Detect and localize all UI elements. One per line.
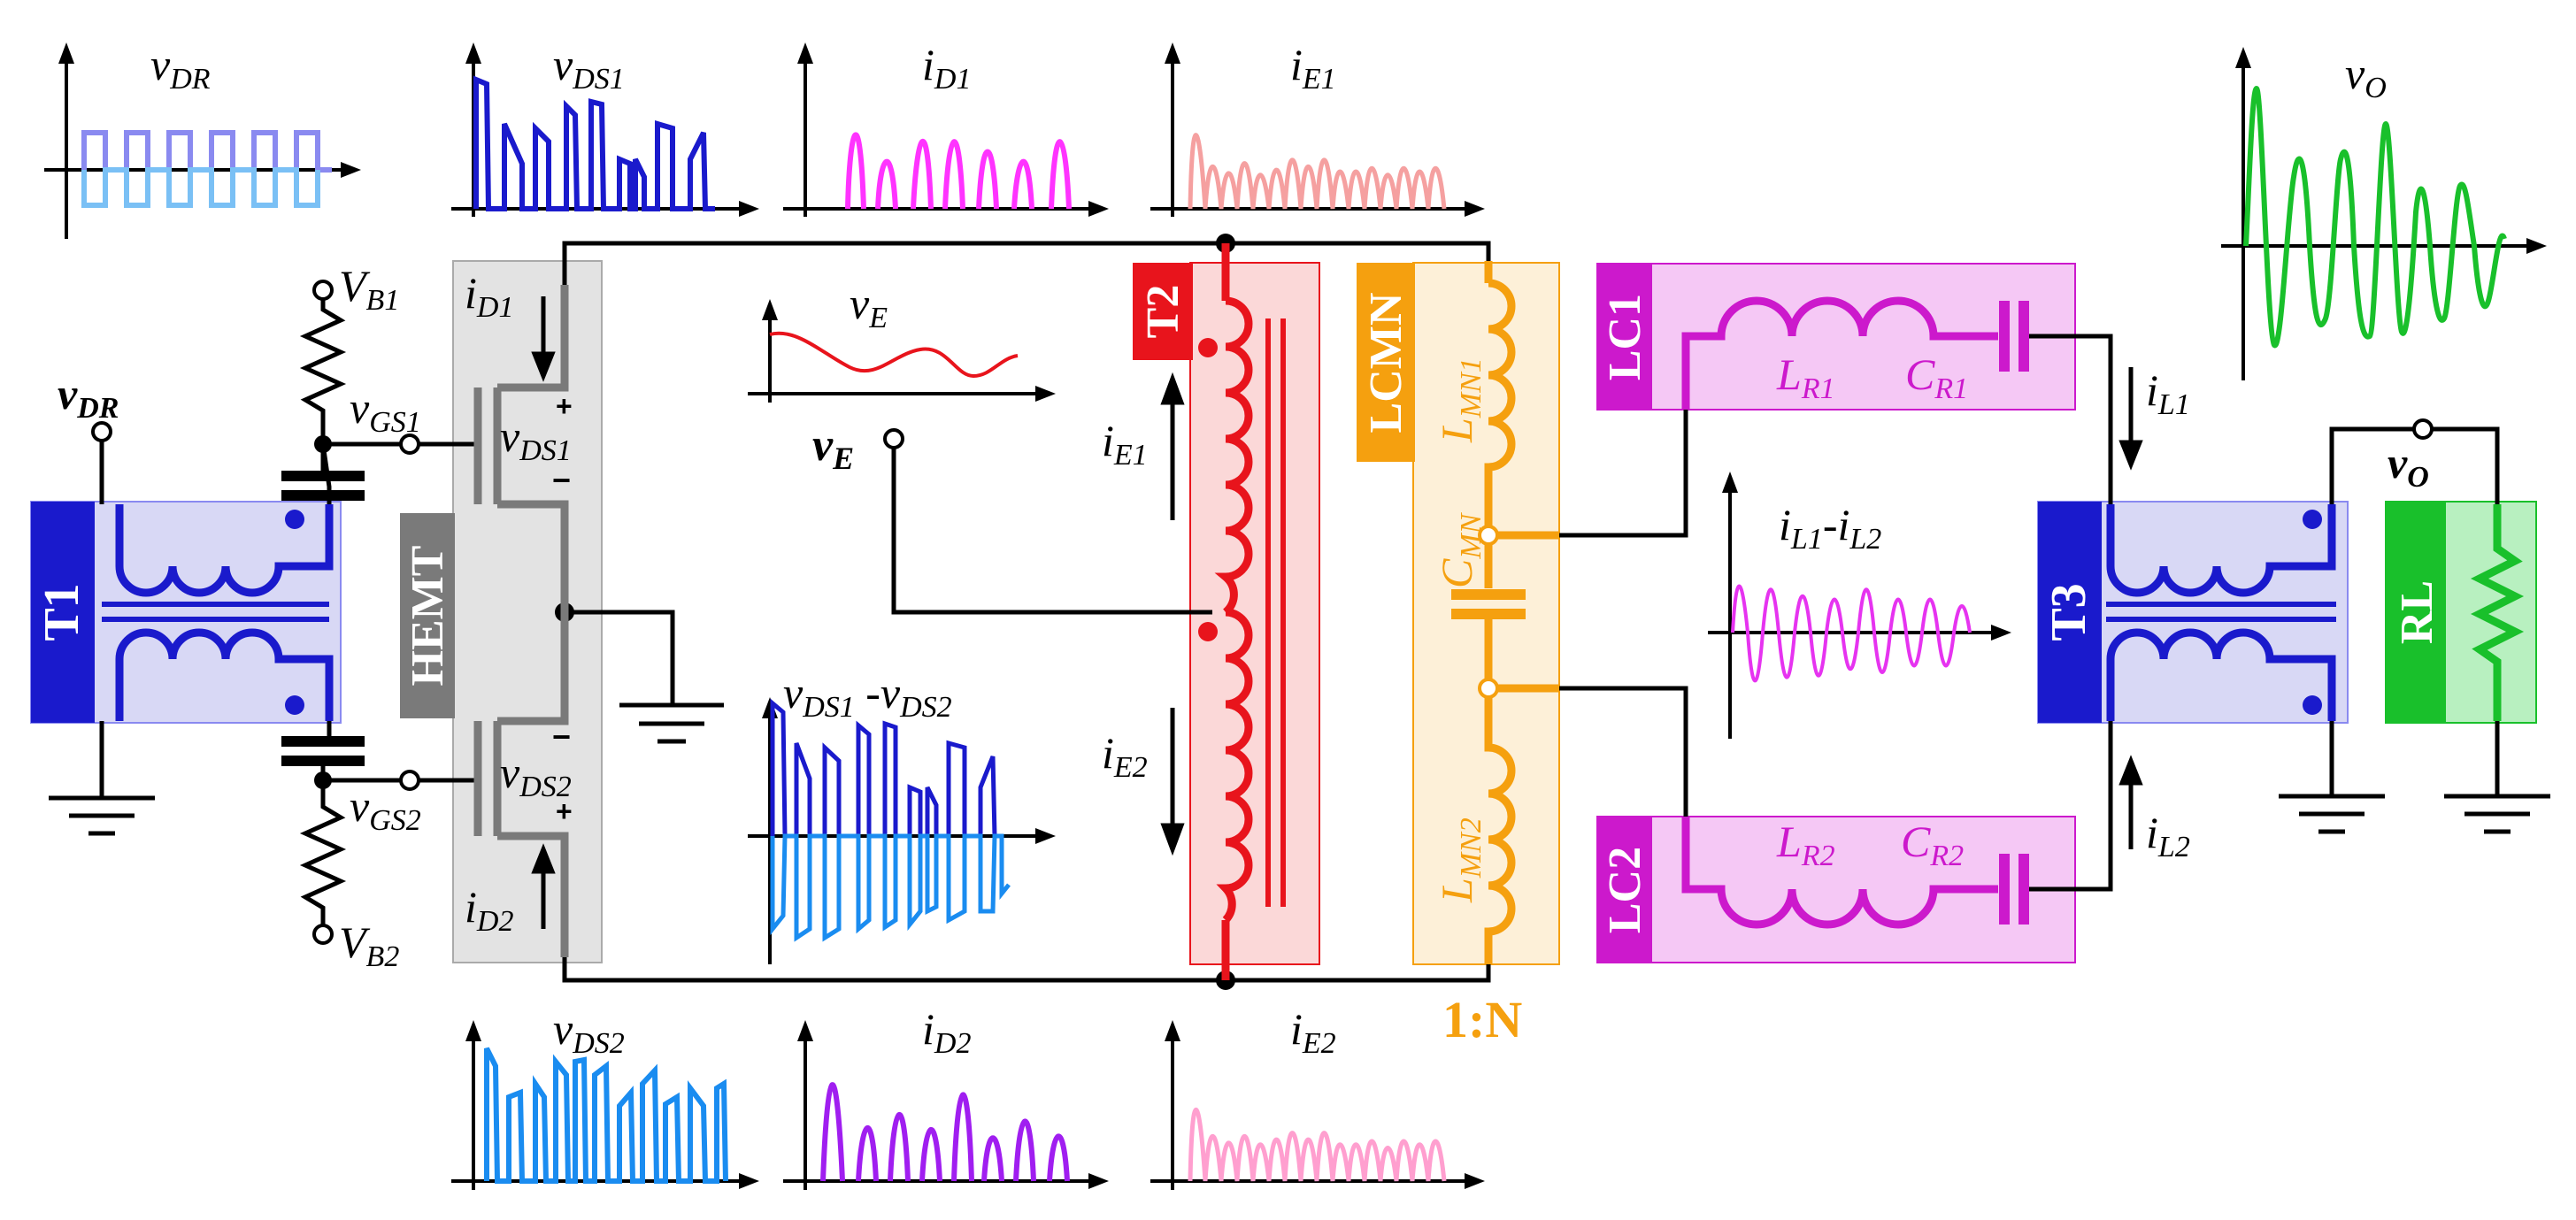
waveform-plots: vDR vDS1 iD1 iE1 vO <box>44 40 2547 1190</box>
plot-i-l1-l2: iL1-iL2 <box>1708 472 2011 739</box>
c-mn-label: CMN <box>1432 511 1488 588</box>
t2-tab <box>1133 263 1193 360</box>
c-r2-label: CR2 <box>1901 817 1964 872</box>
svg-text:iE2: iE2 <box>1290 1004 1336 1060</box>
lc2-network <box>1681 817 2029 929</box>
plot-v-o: vO <box>2221 47 2547 380</box>
v-ds2-label: vDS2 <box>500 748 572 803</box>
rl-resistor <box>2470 504 2525 721</box>
plot-i-d1: iD1 <box>783 40 1109 217</box>
v-gs1-label: vGS1 <box>350 383 421 439</box>
lcmn-network <box>1451 261 1559 964</box>
l-r2-label: LR2 <box>1776 817 1835 872</box>
t2-title: T2 <box>1138 285 1188 339</box>
lc2-tab <box>1597 817 1652 963</box>
svg-text:vDS1: vDS1 <box>553 40 625 96</box>
t1-transformer <box>102 504 334 721</box>
svg-text:vDS2: vDS2 <box>553 1004 625 1060</box>
t1-title: T1 <box>35 583 89 641</box>
i-l2-label: iL2 <box>2146 808 2190 863</box>
plot-v-ds2: vDS2 <box>451 1004 759 1190</box>
plot-i-e1: iE1 <box>1150 40 1485 217</box>
v-ds1-label: vDS1 <box>500 411 572 467</box>
svg-text:iD2: iD2 <box>922 1004 971 1060</box>
v-dr-node-label: vDR <box>58 369 119 425</box>
t3-tab <box>2038 502 2102 723</box>
block-titles: T1 HEMT T2 LCMN LC1 LC2 T3 RL 1:N <box>35 285 2442 1048</box>
t3-title: T3 <box>2042 583 2096 641</box>
l-mn2-label: LMN2 <box>1432 817 1488 903</box>
plot-v-ds1: vDS1 <box>451 40 759 217</box>
svg-text:+: + <box>556 795 573 827</box>
l-mn1-label: LMN1 <box>1432 357 1488 443</box>
v-e-node-label: vE <box>812 420 854 476</box>
v-o-node-label: vO <box>2388 438 2429 494</box>
plot-v-ds1-ds2: vDS1 -vDS2 <box>748 668 1056 964</box>
i-l1-label: iL1 <box>2146 365 2190 421</box>
svg-text:+: + <box>556 390 573 422</box>
plot-v-dr: vDR <box>44 40 361 239</box>
svg-text:vO: vO <box>2345 49 2387 104</box>
plot-i-d2: iD2 <box>783 1004 1109 1190</box>
svg-text:iD1: iD1 <box>922 40 971 96</box>
v-gs2-label: vGS2 <box>350 781 421 837</box>
svg-text:iL1-iL2: iL1-iL2 <box>1779 500 1881 556</box>
lc1-network <box>1681 296 2029 410</box>
svg-text:vDS1 -vDS2: vDS1 -vDS2 <box>783 668 952 724</box>
svg-text:−: − <box>552 718 571 755</box>
c-r1-label: CR1 <box>1905 349 1968 405</box>
block-backgrounds <box>30 260 2537 965</box>
t2-transformer <box>1214 243 1286 980</box>
svg-text:vDR: vDR <box>150 40 211 96</box>
hemt-transistors <box>473 285 569 957</box>
i-d1-label: iD1 <box>465 268 513 324</box>
lc1-tab <box>1597 264 1652 410</box>
i-d2-label: iD2 <box>465 882 513 938</box>
plot-i-e2: iE2 <box>1150 1004 1485 1190</box>
polarity-signs: + − − + <box>552 390 573 827</box>
svg-text:−: − <box>552 462 571 498</box>
l-r1-label: LR1 <box>1776 349 1835 405</box>
hemt-title: HEMT <box>403 546 453 687</box>
wiring <box>49 234 2550 990</box>
hemt-tab <box>400 513 455 718</box>
component-labels: vDR VB1 VB2 vGS1 vGS2 iD1 iD2 vDS1 vDS2 … <box>58 261 2429 973</box>
turns-ratio: 1:N <box>1442 991 1522 1048</box>
v-b1-label: VB1 <box>339 261 399 317</box>
rl-tab <box>2386 502 2446 723</box>
plot-v-e: vE <box>748 279 1056 403</box>
t3-transformer <box>2106 504 2336 721</box>
t1-tab <box>31 502 95 723</box>
lcmn-title: LCMN <box>1361 293 1411 434</box>
rl-title: RL <box>2392 580 2442 644</box>
svg-text:iE1: iE1 <box>1290 40 1336 96</box>
lc2-title: LC2 <box>1600 847 1650 933</box>
i-e2-label: iE2 <box>1102 728 1148 784</box>
lcmn-tab <box>1357 263 1415 462</box>
lc1-title: LC1 <box>1600 294 1650 380</box>
current-arrows <box>531 296 2143 929</box>
v-b2-label: VB2 <box>339 917 399 973</box>
svg-text:vE: vE <box>850 279 888 334</box>
i-e1-label: iE1 <box>1102 416 1148 472</box>
